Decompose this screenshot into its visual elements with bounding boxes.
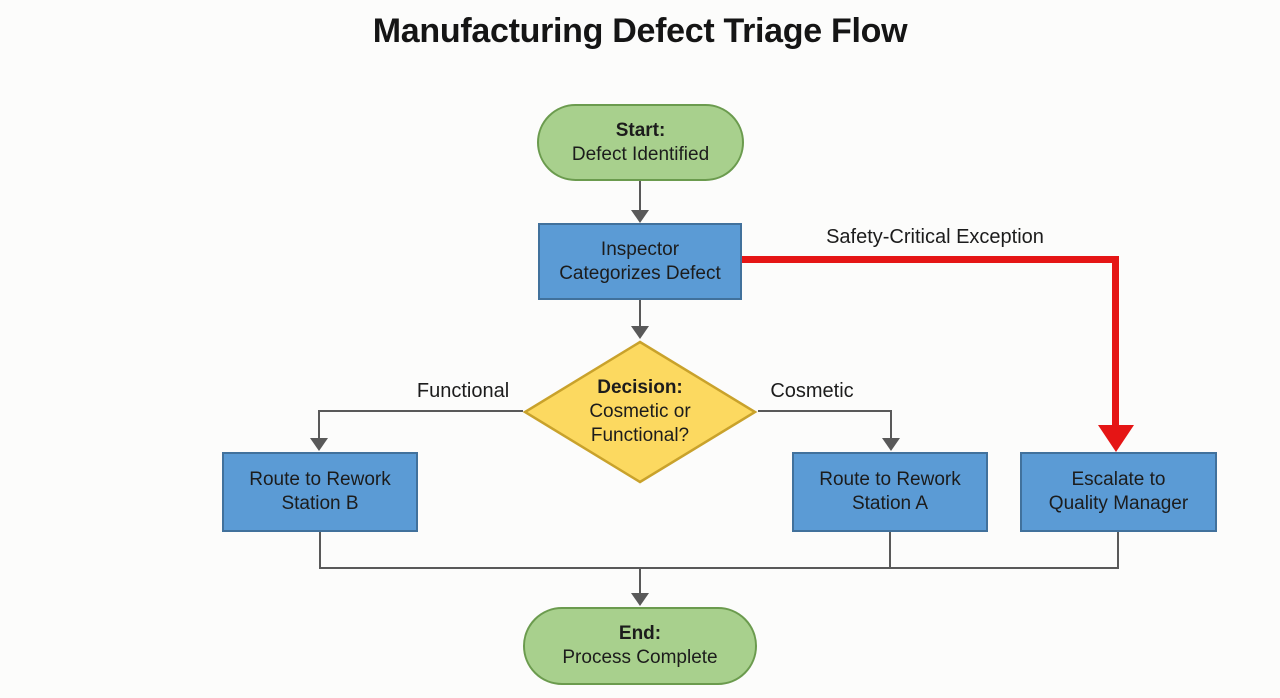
decision-diamond-shape xyxy=(522,340,758,484)
connector-safety-critical-horizontal xyxy=(742,256,1119,263)
connector-escalate-merge xyxy=(1117,532,1119,569)
connector-merge-end xyxy=(639,567,641,594)
escalate-line1: Escalate to xyxy=(1071,469,1166,490)
end-node-subtitle: Process Complete xyxy=(562,647,718,668)
connector-inspector-decision xyxy=(639,300,641,327)
edge-label-functional: Functional xyxy=(416,380,510,402)
arrowhead-decision-stationb xyxy=(310,438,328,451)
flowchart-title: Manufacturing Defect Triage Flow xyxy=(372,12,908,50)
connector-decision-stationb-vertical xyxy=(318,410,320,439)
arrowhead-safety-critical xyxy=(1098,425,1134,452)
station-a-line2: Station A xyxy=(851,493,929,514)
connector-stationa-merge xyxy=(889,532,891,569)
escalate-node: Escalate to Quality Manager xyxy=(1020,452,1217,532)
end-node-title: End: xyxy=(618,623,662,644)
arrowhead-inspector-decision xyxy=(631,326,649,339)
edge-label-cosmetic: Cosmetic xyxy=(770,380,854,402)
decision-line3: Functional? xyxy=(590,425,690,446)
edge-label-safety-critical: Safety-Critical Exception xyxy=(826,226,1044,248)
connector-stationb-merge xyxy=(319,532,321,569)
inspector-node: Inspector Categorizes Defect xyxy=(538,223,742,300)
inspector-node-line2: Categorizes Defect xyxy=(559,262,721,284)
inspector-node-line1: Inspector xyxy=(600,238,680,260)
station-b-line2: Station B xyxy=(281,493,359,514)
start-node: Start: Defect Identified xyxy=(537,104,744,181)
decision-diamond-text: Decision: Cosmetic or Functional? xyxy=(522,340,758,484)
decision-diamond: Decision: Cosmetic or Functional? xyxy=(522,340,758,484)
start-node-subtitle: Defect Identified xyxy=(571,143,710,165)
end-node: End: Process Complete xyxy=(523,607,757,685)
arrowhead-decision-stationa xyxy=(882,438,900,451)
connector-decision-stationb-horizontal xyxy=(319,410,523,412)
connector-decision-stationa-vertical xyxy=(890,410,892,439)
connector-start-inspector xyxy=(639,181,641,212)
connector-safety-critical-vertical xyxy=(1112,256,1119,426)
start-node-title: Start: xyxy=(615,119,666,141)
escalate-line2: Quality Manager xyxy=(1048,493,1189,514)
arrowhead-start-inspector xyxy=(631,210,649,223)
decision-title: Decision: xyxy=(597,377,683,398)
station-a-line1: Route to Rework xyxy=(819,469,961,490)
arrowhead-merge-end xyxy=(631,593,649,606)
station-b-line1: Route to Rework xyxy=(249,469,391,490)
decision-line2: Cosmetic or xyxy=(589,401,691,422)
station-b-node: Route to Rework Station B xyxy=(222,452,418,532)
connector-merge-horizontal xyxy=(319,567,1119,569)
connector-decision-stationa-horizontal xyxy=(758,410,892,412)
station-a-node: Route to Rework Station A xyxy=(792,452,988,532)
